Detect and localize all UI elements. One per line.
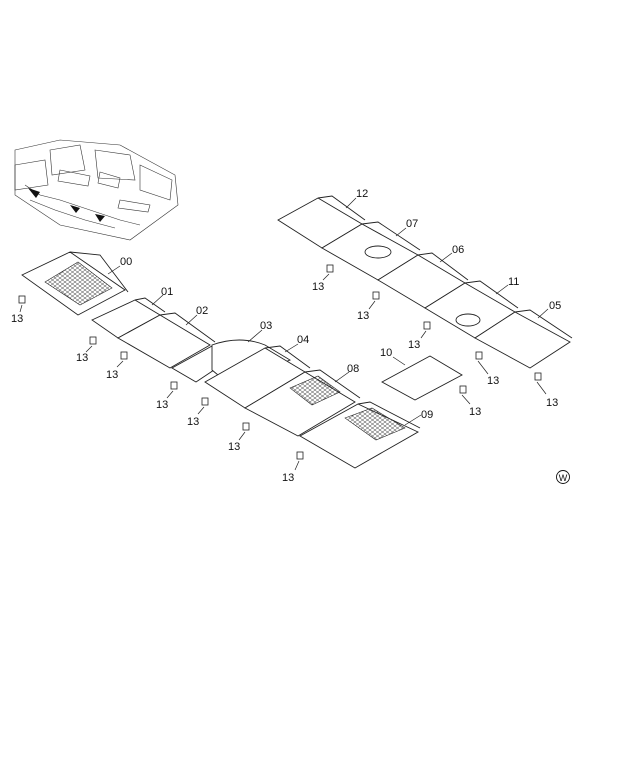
bolt-icon — [475, 351, 483, 360]
label-09: 09 — [421, 409, 433, 421]
label-13: 13 — [106, 369, 118, 381]
label-13: 13 — [469, 406, 481, 418]
bolt-icon — [242, 422, 250, 431]
bolt-icon — [372, 291, 380, 300]
part-02-plate — [117, 312, 216, 369]
fastener-labels: 13 13 13 13 13 13 13 13 13 13 13 13 13 — [11, 281, 558, 484]
part-00-cover — [21, 251, 129, 316]
label-13: 13 — [487, 375, 499, 387]
part-05-plate — [474, 309, 573, 369]
label-03: 03 — [260, 320, 272, 332]
label-07: 07 — [406, 218, 418, 230]
label-13: 13 — [11, 313, 23, 325]
mark-letter: W — [559, 473, 568, 483]
leader-lines — [19, 197, 549, 471]
part-08-mesh-plate — [244, 369, 361, 437]
bolt-icon — [459, 385, 467, 394]
label-13: 13 — [228, 441, 240, 453]
label-02: 02 — [196, 305, 208, 317]
bolt-icon — [89, 336, 97, 345]
bolt-icon — [201, 397, 209, 406]
bolt-icon — [18, 295, 26, 304]
circle-icon — [556, 470, 570, 484]
label-13: 13 — [312, 281, 324, 293]
bolt-icon — [534, 372, 542, 381]
label-13: 13 — [408, 339, 420, 351]
label-13: 13 — [546, 397, 558, 409]
bolt-icon — [296, 451, 304, 460]
label-08: 08 — [347, 363, 359, 375]
label-00: 00 — [120, 256, 132, 268]
bolt-icon — [326, 264, 334, 273]
label-06: 06 — [452, 244, 464, 256]
part-10-plate — [381, 355, 463, 401]
bolt-icon — [170, 381, 178, 390]
label-13: 13 — [282, 472, 294, 484]
label-13: 13 — [156, 399, 168, 411]
label-12: 12 — [356, 188, 368, 200]
location-thumbnail — [14, 139, 179, 241]
label-11: 11 — [508, 276, 519, 288]
bolt-icon — [423, 321, 431, 330]
circled-w-mark: W — [556, 470, 570, 484]
label-01: 01 — [161, 286, 173, 298]
label-13: 13 — [187, 416, 199, 428]
part-labels: 00 01 02 03 04 05 06 07 08 09 10 11 12 — [120, 188, 561, 421]
part-09-mesh-plate — [299, 401, 421, 469]
label-04: 04 — [297, 334, 309, 346]
label-13: 13 — [357, 310, 369, 322]
bolt-icon — [120, 351, 128, 360]
fasteners — [18, 264, 542, 460]
part-11-plate — [424, 280, 519, 339]
label-13: 13 — [76, 352, 88, 364]
label-05: 05 — [549, 300, 561, 312]
label-10: 10 — [380, 347, 392, 359]
